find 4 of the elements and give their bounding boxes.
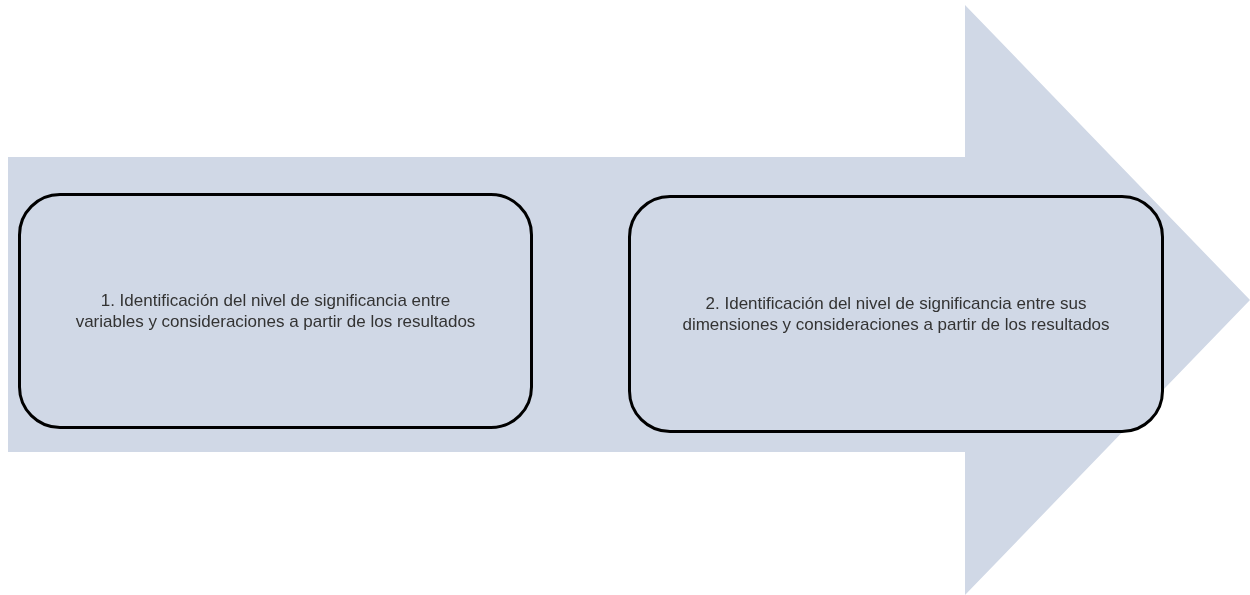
process-box	[18, 193, 533, 429]
step-text: 1. Identificación del nivel de significancia entre variables y consideraciones a partir de los resultados	[74, 290, 477, 332]
process-box	[628, 195, 1164, 433]
step-text: 2. Identificación del nivel de significancia entre sus dimensiones y consideraciones a partir de los resultados	[681, 293, 1111, 335]
